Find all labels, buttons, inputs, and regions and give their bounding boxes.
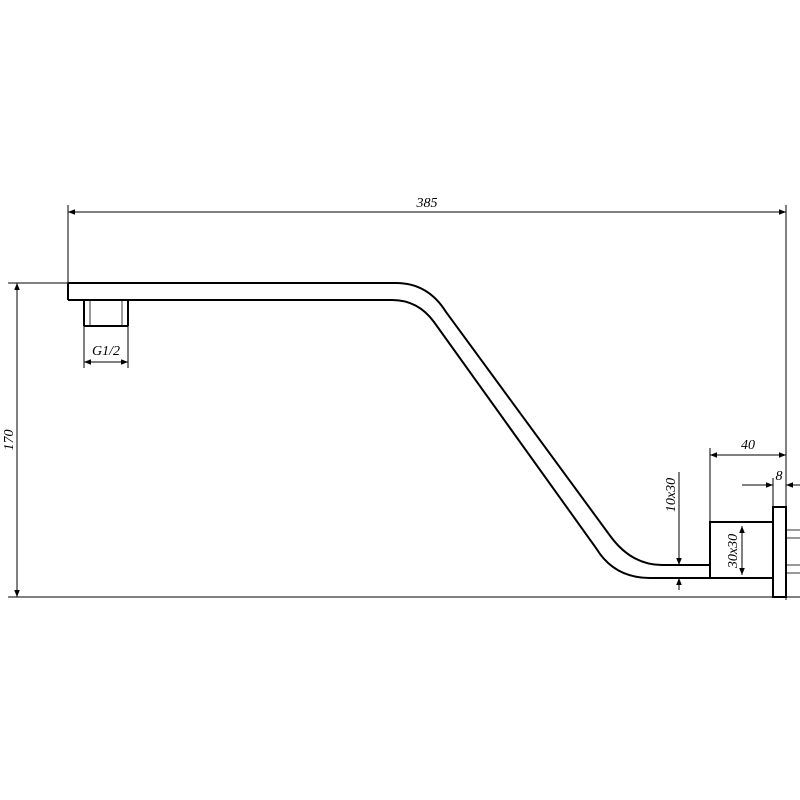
shower-arm-body	[67, 282, 710, 579]
dimension-label-thread: G1/2	[92, 344, 120, 359]
dimension-arm-section: 10x30	[664, 472, 710, 590]
dimension-flange-thickness: 8	[742, 469, 800, 507]
dimension-label-385: 385	[416, 196, 438, 211]
dimension-label-base-block: 30x30	[726, 534, 741, 569]
arm-outline-lower	[68, 299, 710, 579]
dimension-label-8: 8	[776, 469, 783, 484]
dimension-overall-height: 170	[2, 282, 800, 598]
dimension-label-section: 10x30	[664, 478, 679, 512]
dimension-label-170: 170	[2, 430, 17, 451]
thread-outlet: G1/2	[83, 300, 129, 368]
wall-base-block: 30x30	[709, 521, 774, 579]
wall-flange	[772, 506, 800, 598]
arm-outline-upper	[68, 282, 710, 566]
dimension-label-40: 40	[741, 438, 755, 453]
flange-plate	[772, 506, 787, 598]
dimension-base-depth: 40	[709, 438, 786, 522]
dimension-overall-length: 385	[67, 196, 787, 600]
